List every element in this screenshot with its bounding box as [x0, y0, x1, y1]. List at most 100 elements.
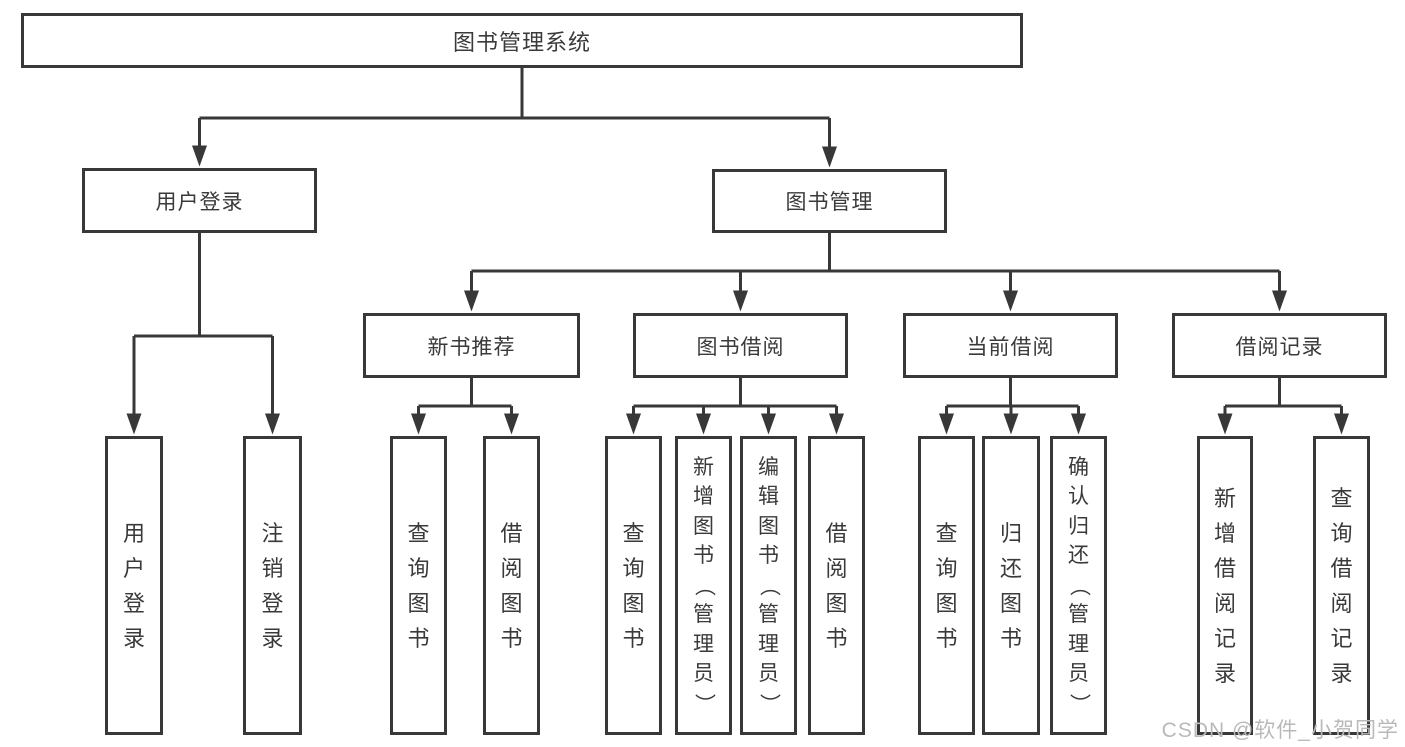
- vertical-label-char: 图: [825, 590, 848, 616]
- node-borrow-records: 借阅记录: [1172, 313, 1387, 378]
- vertical-label-char: 归: [999, 520, 1022, 546]
- node-new-book-recommend-label: 新书推荐: [427, 335, 516, 359]
- vertical-label-char: 辑: [758, 485, 779, 509]
- node-user-login-label: 用户登录: [155, 190, 244, 214]
- leaf-user-login: 用户登录: [105, 436, 163, 735]
- vertical-label-char: 确: [1068, 455, 1089, 479]
- vertical-label-char: （: [1067, 575, 1091, 596]
- vertical-label-char: 员: [758, 662, 779, 686]
- vertical-label-char: 员: [693, 662, 714, 686]
- vertical-label-char: 查: [1330, 485, 1353, 511]
- vertical-label-char: 图: [407, 590, 430, 616]
- vertical-label-char: 记: [1213, 625, 1236, 651]
- vertical-label-char: 查: [407, 520, 430, 546]
- vertical-label-char: 书: [999, 625, 1022, 651]
- vertical-label-char: 图: [999, 590, 1022, 616]
- vertical-label-char: 登: [122, 590, 145, 616]
- node-book-borrow: 图书借阅: [633, 313, 848, 378]
- vertical-label-char: 管: [758, 603, 779, 627]
- vertical-label-char: 注: [261, 520, 284, 546]
- vertical-label-char: 阅: [1330, 590, 1353, 616]
- vertical-label-char: 还: [1068, 544, 1089, 568]
- vertical-label-char: 理: [693, 632, 714, 656]
- vertical-label-char: 阅: [1213, 590, 1236, 616]
- vertical-label-char: 询: [407, 555, 430, 581]
- vertical-label-char: 阅: [500, 555, 523, 581]
- vertical-label-char: 图: [500, 590, 523, 616]
- leaf-return-book: 归还图书: [982, 436, 1040, 735]
- vertical-label-char: 户: [122, 555, 145, 581]
- vertical-label-char: 录: [122, 625, 145, 651]
- vertical-label-char: 增: [1213, 520, 1236, 546]
- leaf-add-book-admin: 新增图书 （ 管理员 ）: [675, 436, 732, 735]
- vertical-label-char: 借: [500, 520, 523, 546]
- vertical-label-char: 询: [935, 555, 958, 581]
- vertical-label-char: 借: [1213, 555, 1236, 581]
- node-current-borrow-label: 当前借阅: [966, 335, 1055, 359]
- vertical-label-char: 认: [1068, 485, 1089, 509]
- watermark: CSDN @软件_小贺同学: [1161, 719, 1399, 742]
- leaf-confirm-return-admin: 确认归还（管理员）: [1050, 436, 1107, 735]
- vertical-label-char: 理: [758, 632, 779, 656]
- vertical-label-char: 图: [693, 514, 714, 538]
- vertical-label-char: 登: [261, 590, 284, 616]
- vertical-label-char: 图: [935, 590, 958, 616]
- leaf-add-borrow-record: 新增借阅记录: [1197, 436, 1253, 735]
- leaf-logout: 注销登录: [243, 436, 302, 735]
- vertical-label-char: 借: [1330, 555, 1353, 581]
- vertical-label-char: 编: [758, 455, 779, 479]
- vertical-label-char: （: [757, 575, 781, 596]
- vertical-label-char: 书: [407, 625, 430, 651]
- vertical-label-char: 询: [622, 555, 645, 581]
- leaf-borrow-books-borrow: 借阅图书: [808, 436, 865, 735]
- leaf-edit-book-admin: 编辑图书 （ 管理员 ）: [740, 436, 797, 735]
- vertical-label-char: 书: [500, 625, 523, 651]
- vertical-label-char: 录: [261, 625, 284, 651]
- vertical-label-char: ）: [1067, 693, 1091, 714]
- vertical-label-char: 阅: [825, 555, 848, 581]
- node-borrow-records-label: 借阅记录: [1235, 335, 1324, 359]
- vertical-label-char: 新: [1213, 485, 1236, 511]
- node-new-book-recommend: 新书推荐: [363, 313, 580, 378]
- vertical-label-char: 借: [825, 520, 848, 546]
- vertical-label-char: 新: [693, 455, 714, 479]
- vertical-label-char: 记: [1330, 625, 1353, 651]
- vertical-label-char: 图: [622, 590, 645, 616]
- vertical-label-char: 查: [935, 520, 958, 546]
- vertical-label-char: 管: [693, 603, 714, 627]
- vertical-label-char: 查: [622, 520, 645, 546]
- vertical-label-char: 书: [693, 544, 714, 568]
- vertical-label-char: 录: [1213, 660, 1236, 686]
- vertical-label-char: 书: [825, 625, 848, 651]
- vertical-label-char: 询: [1330, 520, 1353, 546]
- vertical-label-char: 图: [758, 514, 779, 538]
- node-root-label: 图书管理系统: [452, 29, 591, 55]
- leaf-query-books-recommend: 查询图书: [390, 436, 447, 735]
- node-root: 图书管理系统: [21, 13, 1023, 68]
- vertical-label-char: ）: [757, 693, 781, 714]
- leaf-query-books-current: 查询图书: [918, 436, 975, 735]
- node-current-borrow: 当前借阅: [903, 313, 1118, 378]
- vertical-label-char: 员: [1068, 662, 1089, 686]
- vertical-label-char: 录: [1330, 660, 1353, 686]
- node-book-borrow-label: 图书借阅: [696, 335, 785, 359]
- leaf-query-books-borrow: 查询图书: [605, 436, 662, 735]
- vertical-label-char: 还: [999, 555, 1022, 581]
- vertical-label-char: 归: [1068, 514, 1089, 538]
- node-user-login: 用户登录: [82, 168, 317, 233]
- vertical-label-char: 用: [122, 520, 145, 546]
- vertical-label-char: 书: [758, 544, 779, 568]
- node-book-management: 图书管理: [712, 169, 947, 233]
- leaf-borrow-books-recommend: 借阅图书: [483, 436, 540, 735]
- vertical-label-char: 增: [693, 485, 714, 509]
- node-book-management-label: 图书管理: [785, 191, 874, 214]
- vertical-label-char: 书: [622, 625, 645, 651]
- vertical-label-char: （: [692, 575, 716, 596]
- vertical-label-char: 书: [935, 625, 958, 651]
- vertical-label-char: 管: [1068, 603, 1089, 627]
- vertical-label-char: 销: [261, 555, 284, 581]
- leaf-query-borrow-record: 查询借阅记录: [1313, 436, 1370, 735]
- vertical-label-char: ）: [692, 693, 716, 714]
